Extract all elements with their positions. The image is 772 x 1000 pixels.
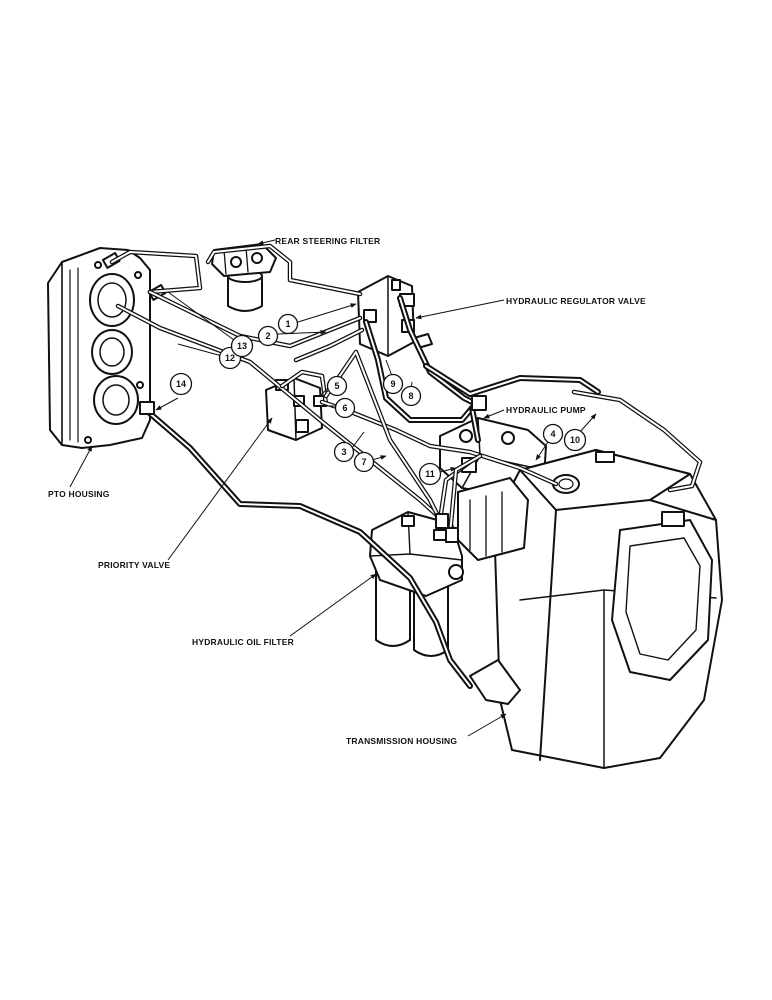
label-hydraulic-oil-filter: HYDRAULIC OIL FILTER bbox=[192, 573, 377, 647]
label-transmission-housing: TRANSMISSION HOUSING bbox=[346, 713, 507, 746]
svg-text:3: 3 bbox=[341, 447, 346, 457]
transmission-housing bbox=[457, 449, 723, 769]
label-rear-steering-filter: REAR STEERING FILTER bbox=[257, 236, 380, 246]
callout-10: 10 bbox=[563, 413, 597, 452]
label-hydraulic-pump: HYDRAULIC PUMP bbox=[483, 405, 586, 419]
label-hydraulic-regulator-valve: HYDRAULIC REGULATOR VALVE bbox=[415, 296, 646, 320]
hydraulic-hoses bbox=[143, 295, 601, 689]
pto-housing bbox=[47, 247, 167, 449]
svg-text:5: 5 bbox=[334, 381, 339, 391]
rear-steering-filter bbox=[211, 243, 277, 312]
svg-text:12: 12 bbox=[225, 353, 235, 363]
svg-text:10: 10 bbox=[570, 435, 580, 445]
svg-text:4: 4 bbox=[550, 429, 555, 439]
svg-text:7: 7 bbox=[361, 457, 366, 467]
fittings bbox=[139, 395, 521, 705]
svg-text:14: 14 bbox=[176, 379, 186, 389]
svg-text:13: 13 bbox=[237, 341, 247, 351]
priority-valve bbox=[265, 377, 327, 441]
callout-1: 1 bbox=[277, 303, 357, 335]
label-pto-housing: PTO HOUSING bbox=[48, 445, 110, 499]
svg-text:9: 9 bbox=[390, 379, 395, 389]
svg-text:REAR STEERING FILTER: REAR STEERING FILTER bbox=[275, 236, 380, 246]
callout-4: 4 bbox=[535, 423, 564, 461]
svg-text:HYDRAULIC OIL FILTER: HYDRAULIC OIL FILTER bbox=[192, 637, 294, 647]
label-priority-valve: PRIORITY VALVE bbox=[98, 417, 273, 570]
callout-6: 6 bbox=[326, 397, 356, 419]
svg-text:HYDRAULIC PUMP: HYDRAULIC PUMP bbox=[506, 405, 586, 415]
callout-5: 5 bbox=[319, 375, 348, 397]
svg-text:2: 2 bbox=[265, 331, 270, 341]
svg-text:TRANSMISSION HOUSING: TRANSMISSION HOUSING bbox=[346, 736, 457, 746]
callout-9: 9 bbox=[382, 359, 404, 395]
svg-text:11: 11 bbox=[425, 469, 435, 479]
svg-text:1: 1 bbox=[285, 319, 290, 329]
svg-text:HYDRAULIC REGULATOR VALVE: HYDRAULIC REGULATOR VALVE bbox=[506, 296, 646, 306]
callout-3: 3 bbox=[333, 431, 365, 463]
callout-11: 11 bbox=[418, 462, 457, 486]
callout-2: 2 bbox=[257, 325, 327, 347]
hydraulic-regulator-valve bbox=[357, 275, 433, 357]
callout-8: 8 bbox=[400, 381, 422, 407]
svg-text:6: 6 bbox=[342, 403, 347, 413]
svg-text:PRIORITY VALVE: PRIORITY VALVE bbox=[98, 560, 170, 570]
callout-13: 13 bbox=[167, 291, 254, 358]
svg-text:8: 8 bbox=[408, 391, 413, 401]
callout-7: 7 bbox=[353, 451, 387, 473]
svg-text:PTO HOUSING: PTO HOUSING bbox=[48, 489, 110, 499]
callout-14: 14 bbox=[155, 372, 193, 411]
